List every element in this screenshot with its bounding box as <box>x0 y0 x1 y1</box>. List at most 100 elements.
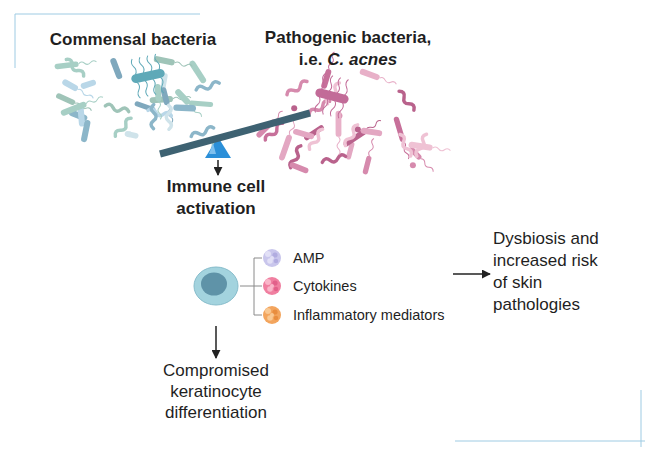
node-text: Cytokines <box>293 276 357 296</box>
flagellum <box>86 96 104 105</box>
bacterium-body <box>360 127 382 136</box>
corner-line <box>455 390 645 447</box>
flagellum <box>337 137 340 155</box>
flagellum <box>77 88 94 99</box>
bacterium <box>393 116 411 160</box>
bacterium <box>362 138 376 175</box>
bacterium <box>109 57 123 80</box>
bacterium-body <box>289 161 309 174</box>
immune-cell <box>192 264 240 308</box>
bacterium-body <box>359 68 381 81</box>
icon-granule <box>265 279 271 285</box>
mediator-icon <box>262 305 282 325</box>
bacterium-body <box>109 57 123 80</box>
bacterium-body <box>130 68 165 84</box>
bacterium <box>61 78 95 101</box>
flagellum <box>328 75 335 91</box>
flagellum <box>146 55 152 71</box>
node-text: AMP <box>293 248 324 268</box>
flagellum <box>157 101 161 119</box>
flagellum <box>337 102 344 118</box>
bacterium-body <box>124 131 139 140</box>
mediator-icon <box>262 248 282 268</box>
bacterium-body <box>81 119 91 142</box>
bacterium-body <box>314 88 349 105</box>
flagellum <box>330 100 337 116</box>
bacterium <box>174 88 204 119</box>
bacterium <box>359 68 397 87</box>
coccus <box>410 162 416 168</box>
icon-body <box>263 277 281 295</box>
mediator-icon <box>262 276 282 296</box>
icon-granule <box>265 251 271 257</box>
spiral-bacterium <box>398 133 413 157</box>
icon-granule <box>274 259 278 263</box>
product-item: Cytokines <box>262 276 382 296</box>
icon-granule <box>274 316 278 320</box>
icon-granule <box>270 313 274 317</box>
group-heading: Immune cell activation <box>157 176 275 220</box>
bacterium-body <box>54 61 79 69</box>
spiral-bacterium <box>65 58 86 78</box>
flagellated-bacterium <box>127 53 169 99</box>
flagellum <box>138 57 144 73</box>
flow-arrow <box>453 273 490 275</box>
bacterium-body <box>55 92 76 105</box>
bacterium <box>292 128 314 139</box>
flagellum <box>143 80 149 96</box>
bacterium <box>173 104 196 111</box>
bacterium-body <box>173 104 196 111</box>
cell-nucleus <box>201 273 227 296</box>
bacterium <box>360 127 382 136</box>
icon-body <box>263 249 281 267</box>
flagellum <box>343 79 350 95</box>
spiral-bacterium <box>307 128 324 151</box>
flagellum <box>320 73 327 89</box>
flagellum <box>131 59 137 75</box>
bacterium <box>60 94 104 116</box>
cell-membrane <box>194 267 238 305</box>
flagellum <box>379 77 397 86</box>
flagellum <box>151 79 157 95</box>
coccus <box>355 126 361 132</box>
flagellum <box>335 77 342 93</box>
spiral-bacterium <box>196 81 220 93</box>
immune-activation-group: Immune cell activationAMP CytokinesInflam… <box>157 176 453 326</box>
flow-arrow <box>215 326 217 358</box>
product-item: AMP <box>262 248 382 268</box>
flagellated-bacterium <box>311 72 354 119</box>
flow-arrow <box>217 160 219 175</box>
node-text: Dysbiosis and increased risk of skin pat… <box>493 228 611 316</box>
product-item: Inflammatory mediators <box>262 305 453 325</box>
flagellum <box>368 138 375 156</box>
icon-body <box>263 306 281 324</box>
bacterium <box>289 161 309 174</box>
pivot-highlight <box>209 143 216 154</box>
spiral-bacterium <box>286 79 309 96</box>
outcome-text: Compromised keratinocyte differentiation <box>157 358 275 424</box>
spiral-bacterium <box>151 105 156 129</box>
bacteria-illustration <box>54 51 451 175</box>
bacterium-body <box>61 78 79 92</box>
flagellum <box>159 77 165 93</box>
flagellum <box>154 54 160 70</box>
coccus <box>291 105 297 111</box>
spiral-bacterium <box>322 154 346 165</box>
bacterium-body <box>362 155 372 175</box>
flagellum <box>136 82 142 98</box>
spiral-bacterium <box>105 103 129 114</box>
bacterium <box>408 141 451 153</box>
heading-label: Pathogenic bacteria, i.e. C. acnes <box>258 27 438 71</box>
bacterium-body <box>60 101 87 117</box>
flagellum <box>78 60 96 65</box>
bacterium-body <box>80 79 97 90</box>
flagellum <box>432 147 450 153</box>
heading-label: Commensal bacteria <box>33 29 233 51</box>
italic-name: C. acnes <box>327 50 397 69</box>
flagellum <box>174 61 192 68</box>
spiral-bacterium <box>166 105 171 129</box>
bacterium-body <box>278 134 292 161</box>
bacterium-body <box>188 60 207 85</box>
icon-granule <box>270 284 274 288</box>
